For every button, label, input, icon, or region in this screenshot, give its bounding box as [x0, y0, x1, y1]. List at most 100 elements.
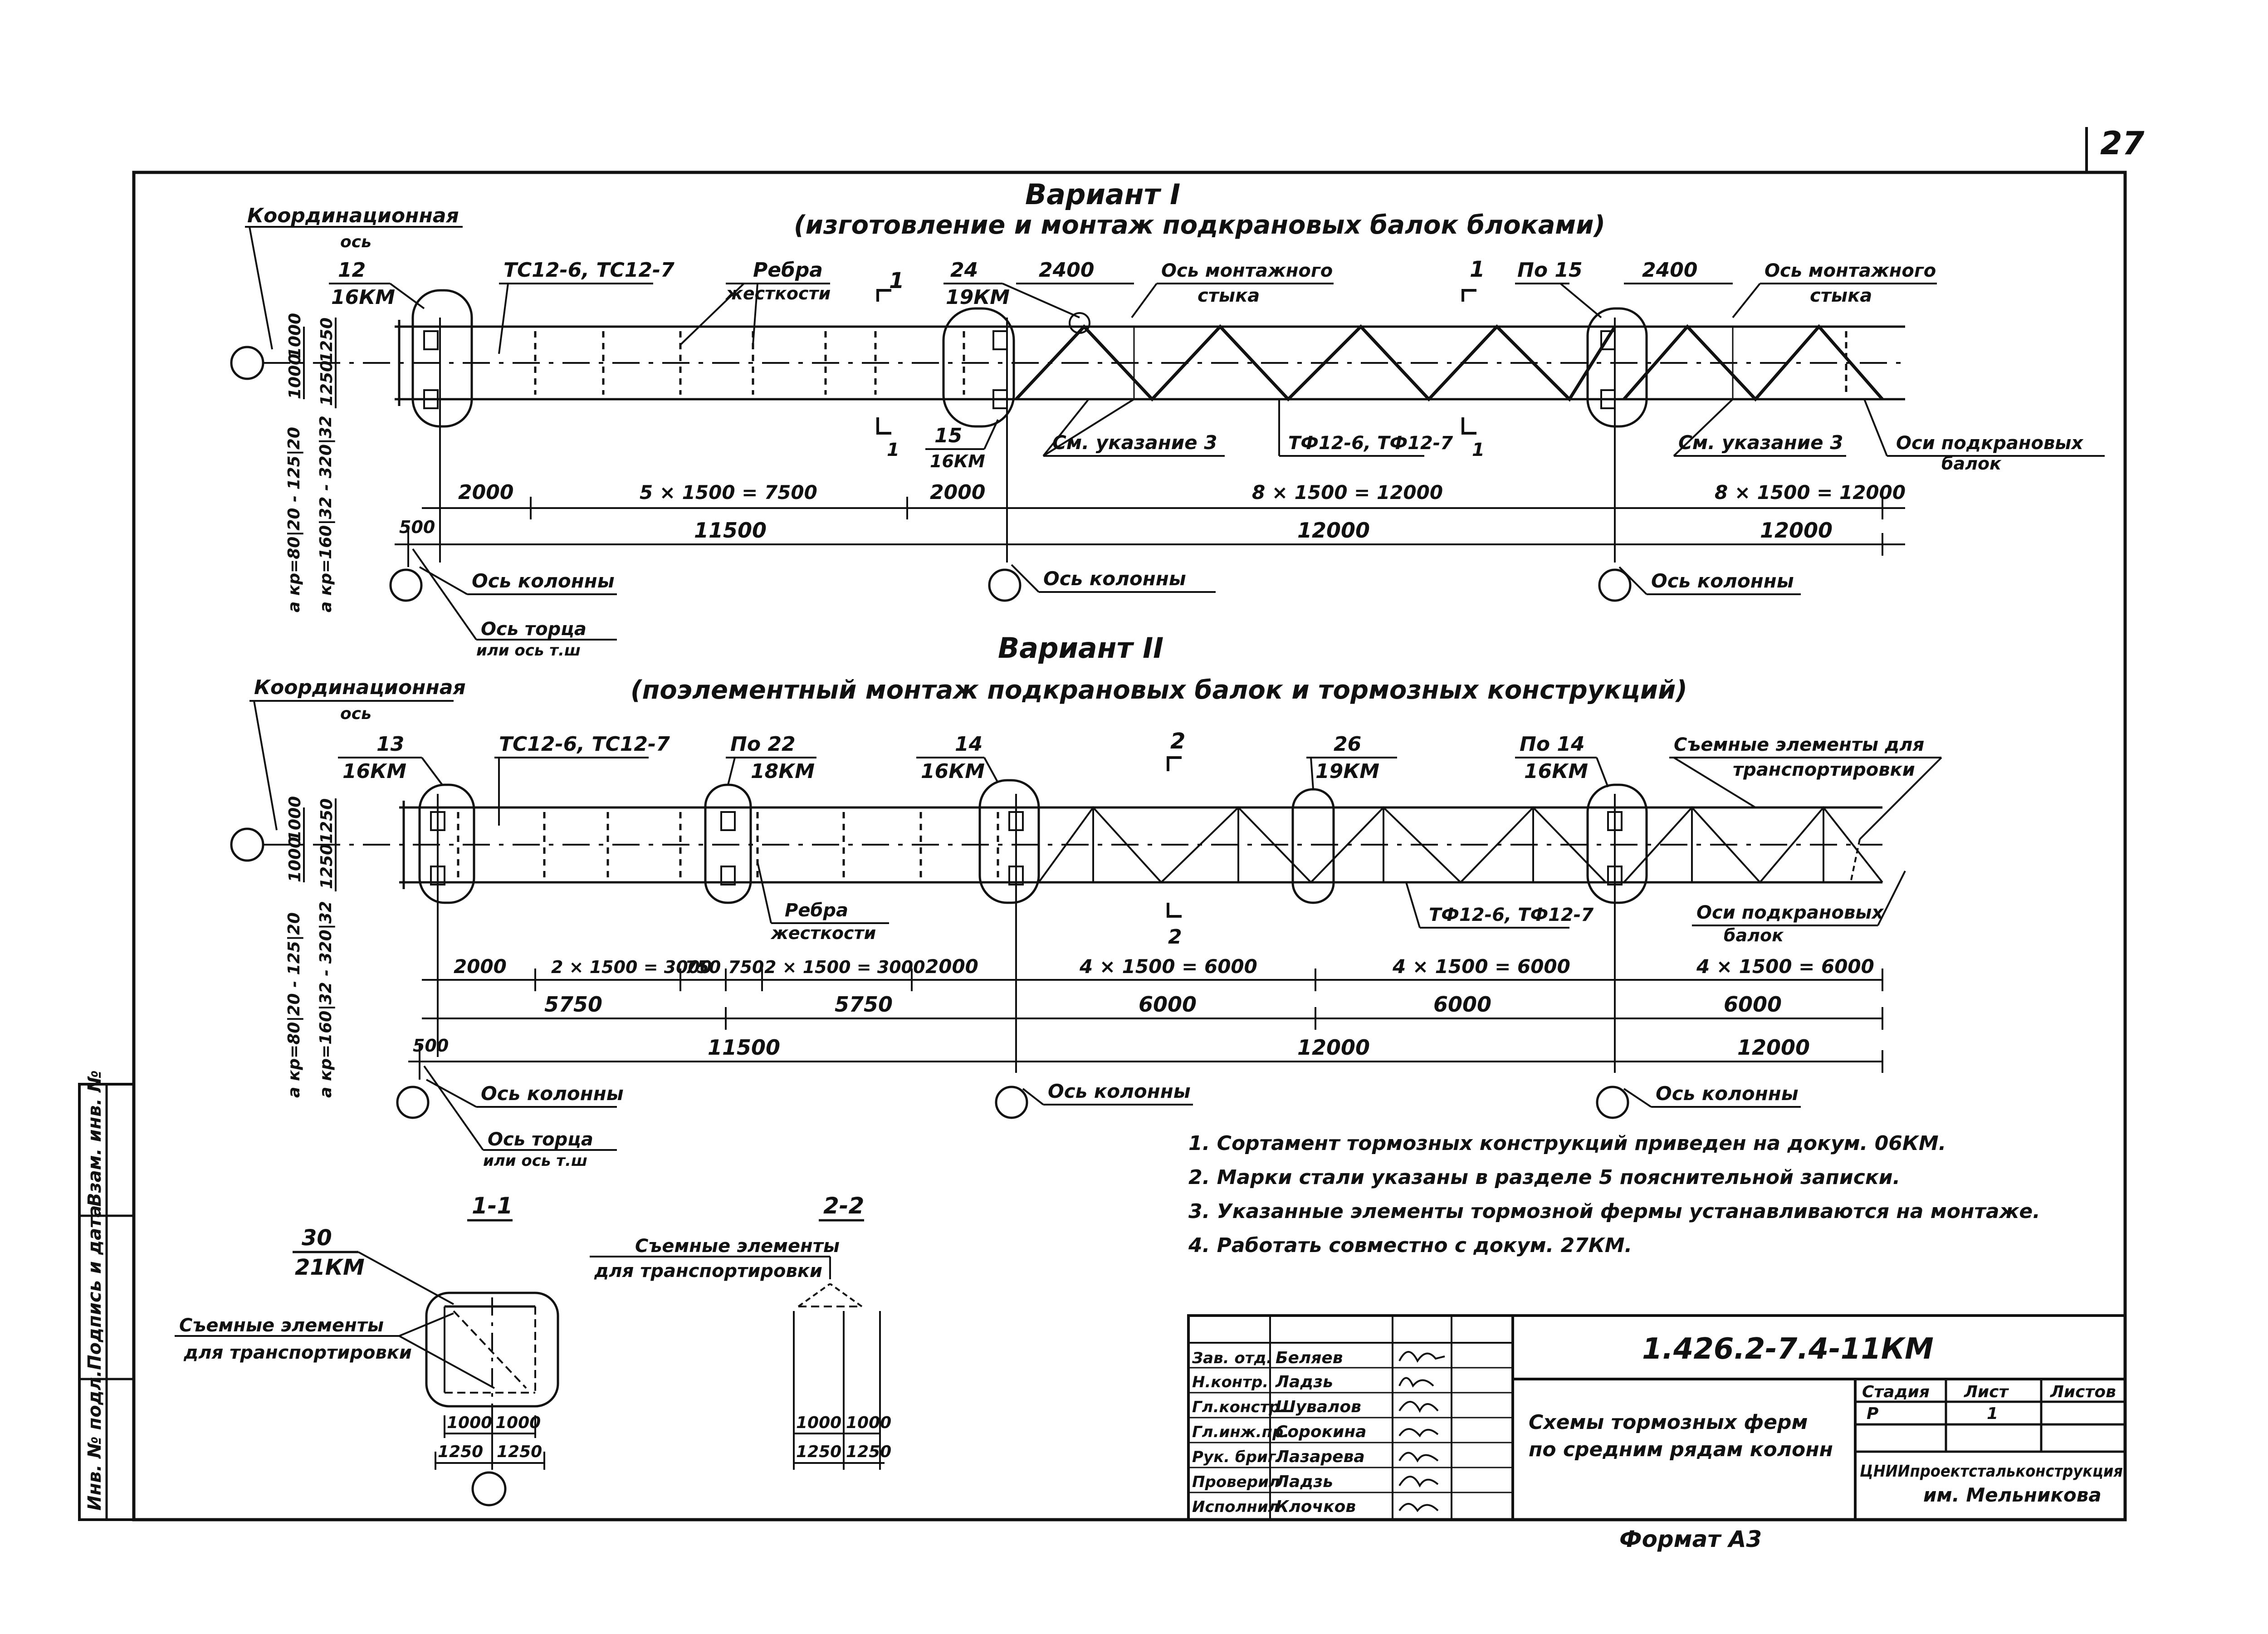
tb-name-4: Сорокина [1276, 1423, 1366, 1441]
v2-dim-11500: 11500 [708, 1035, 780, 1060]
v1-dim-12000-b: 12000 [1760, 518, 1833, 543]
v1-side-dim-1000-b: 1000 [286, 354, 304, 399]
v2-po14: По 14 [1520, 733, 1585, 756]
v2-beam-axes: Оси подкрановых [1696, 902, 1884, 923]
v2-support-oval-5 [1586, 783, 1648, 904]
v1-tc-label: ТС12-6, ТС12-7 [503, 259, 675, 282]
tb-name-3: Шувалов [1276, 1398, 1361, 1416]
v2-dim-12000-a: 12000 [1297, 1035, 1370, 1060]
v2-col-axis-1: Ось колонны [481, 1082, 624, 1105]
v2-dim-6000-c: 6000 [1724, 992, 1782, 1017]
v1-dim-5x1500: 5 × 1500 = 7500 [640, 481, 817, 504]
v1-mont-axis-a-sub: стыка [1198, 285, 1260, 306]
v2-truss-1 [1038, 806, 1607, 884]
v1-akr-2: а кр=160|32 - 320|32 [317, 416, 335, 612]
tb-role-5: Рук. бриг. [1192, 1448, 1282, 1466]
v1-mark-mid-num: 24 [950, 259, 978, 282]
v2-dim-12000-b: 12000 [1737, 1035, 1810, 1060]
v2-ribs: Ребра [785, 900, 848, 921]
v2-coord-axis-label: Координационная [254, 676, 466, 699]
v2-cut2-top: 2 [1170, 729, 1185, 754]
tb-org-1: ЦНИИпроектстальконструкция [1860, 1462, 2123, 1481]
v2-dim-2x1500-b: 2 × 1500 = 3000 [764, 957, 925, 977]
tb-org-2: им. Мельникова [1923, 1484, 2102, 1506]
v2-po14-km: 16КМ [1524, 760, 1588, 783]
v1-dim-2000-b: 2000 [930, 481, 985, 504]
v1-sm3-b: См. указание 3 [1678, 431, 1843, 454]
side-stamp-inv-orig: Инв. № подл. [84, 1370, 105, 1511]
variant2-subtitle: (поэлементный монтаж подкрановых балок и… [631, 675, 1687, 705]
v2-tc-label: ТС12-6, ТС12-7 [499, 733, 670, 756]
section22-dim-1000-a: 1000 [796, 1414, 841, 1432]
section22-removable-sub: для транспортировки [594, 1261, 822, 1282]
section-1-1: 1-1 30 21КМ Съемные элементы для транспо… [175, 1193, 559, 1507]
tb-stage: Р [1867, 1404, 1878, 1423]
v2-m14: 14 [955, 733, 982, 756]
v2-dim-6000-a: 6000 [1139, 992, 1197, 1017]
v2-m14-km: 16КМ [921, 760, 985, 783]
v1-dim2400-a: 2400 [1039, 259, 1094, 282]
tb-name-1: Беляев [1276, 1349, 1343, 1367]
v1-coord-axis-sub: ось [340, 233, 371, 251]
v2-cut2-bot: 2 [1168, 925, 1182, 949]
section11-dim-1250-a: 1250 [438, 1443, 483, 1461]
v2-dim-2000-b: 2000 [925, 955, 978, 978]
title-block: Зав. отд. Н.контр. Гл.констр. Гл.инж.пр.… [1187, 1314, 2126, 1521]
v2-dim-2000-a: 2000 [454, 955, 507, 978]
v2-support-oval-1 [418, 783, 475, 904]
v1-side-dim-1000-a: 1000 [286, 313, 304, 358]
note-2: 2. Марки стали указаны в разделе 5 поясн… [1188, 1166, 1900, 1189]
v2-dim-5750-a: 5750 [544, 992, 602, 1017]
v2-dim-750-a: 750 [685, 957, 721, 977]
v2-col-axis-3: Ось колонны [1656, 1082, 1799, 1105]
v2-tf-label: ТФ12-6, ТФ12-7 [1429, 905, 1593, 925]
v1-end-axis: Ось торца [481, 619, 587, 640]
tb-stage-label: Стадия [1862, 1383, 1930, 1401]
sheet-number: 27 [2100, 125, 2145, 162]
v1-mark-low-km: 16КМ [930, 451, 985, 471]
variant-2: Вариант II (поэлементный монтаж подкрано… [230, 631, 1942, 1170]
v1-end-axis-bubble [389, 568, 423, 602]
v1-col-axis-1: Ось колонны [472, 570, 615, 592]
v1-dim-2000-a: 2000 [458, 481, 513, 504]
v2-akr-1: а кр=80|20 - 125|20 [285, 912, 303, 1098]
section11-removable: Съемные элементы [179, 1315, 384, 1336]
section22-dim-1250-b: 1250 [846, 1443, 891, 1461]
side-stamp-replace-inv: Взам. инв. № [84, 1070, 105, 1207]
v1-mont-axis-b: Ось монтажного [1765, 260, 1936, 281]
v2-dim-6000-b: 6000 [1433, 992, 1491, 1017]
v2-m26: 26 [1334, 733, 1361, 756]
section11-axis-bubble [471, 1471, 507, 1507]
v1-dim-500: 500 [399, 517, 435, 537]
section11-removable-sub: для транспортировки [183, 1342, 412, 1363]
section22-dim-1000-b: 1000 [846, 1414, 891, 1432]
v1-mark-low-num: 15 [934, 424, 962, 447]
section11-mark-km: 21КМ [295, 1255, 365, 1280]
v1-coord-axis-bubble [230, 346, 264, 380]
variant2-title: Вариант II [998, 631, 1163, 665]
section22-title: 2-2 [823, 1193, 864, 1219]
v1-support-oval-1 [411, 289, 473, 428]
v2-col-axis-2: Ось колонны [1048, 1080, 1191, 1102]
v1-tf-label: ТФ12-6, ТФ12-7 [1288, 433, 1453, 454]
v1-mark-left-km: 16КМ [331, 286, 395, 309]
v2-col-axis-bubble-3 [1596, 1086, 1629, 1119]
note-1: 1. Сортамент тормозных конструкций приве… [1188, 1132, 1946, 1155]
v1-ribs-label: Ребра [753, 259, 823, 282]
format-label: Формат А3 [1619, 1526, 1762, 1552]
v2-coord-axis-sub: ось [340, 704, 371, 723]
v1-col-axis-3: Ось колонны [1651, 570, 1794, 592]
tb-role-2: Н.контр. [1192, 1373, 1268, 1391]
v2-side-dim-1000-a: 1000 [286, 796, 304, 841]
v1-mark-left-num: 12 [338, 259, 366, 282]
variant1-subtitle: (изготовление и монтаж подкрановых балок… [794, 210, 1605, 240]
tb-role-3: Гл.констр. [1192, 1398, 1286, 1416]
variant-1: Вариант I (изготовление и монтаж подкран… [230, 178, 2105, 660]
v1-end-axis-sub: или ось т.ш [476, 641, 581, 660]
section11-dim-1000-a: 1000 [447, 1414, 492, 1432]
tb-doc-code: 1.426.2-7.4-11КМ [1642, 1332, 1934, 1366]
v1-support-oval-2 [942, 307, 1015, 428]
tb-title-2: по средним рядам колонн [1529, 1438, 1833, 1461]
v1-ribs-sub: жесткости [725, 284, 831, 303]
